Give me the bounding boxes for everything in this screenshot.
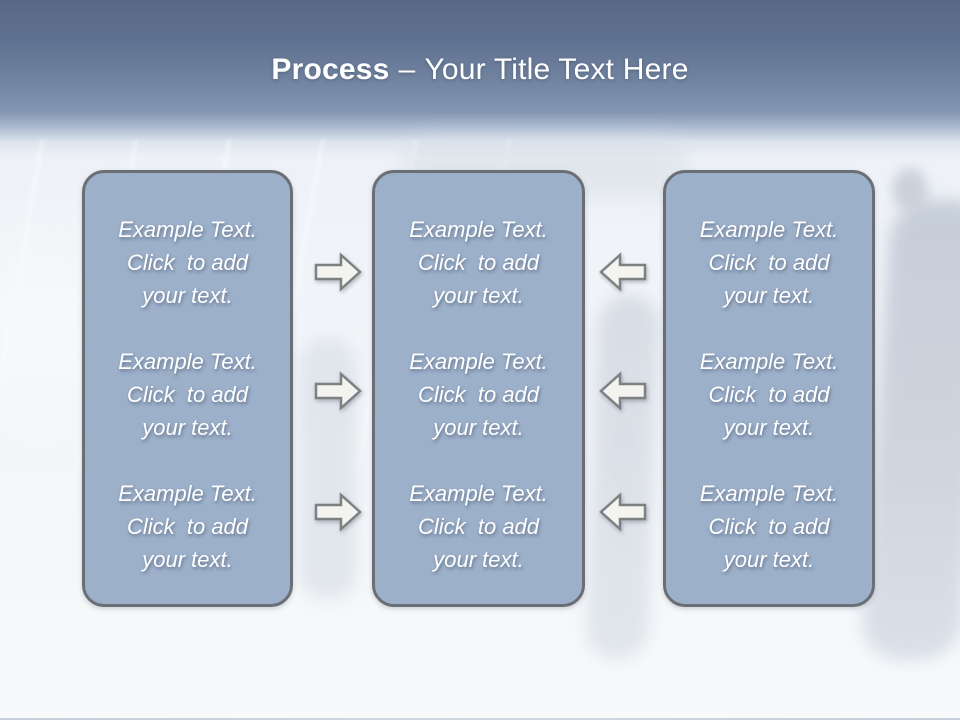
text-line: your text. — [433, 415, 524, 440]
text-placeholder: Example Text. Click to add your text. — [85, 345, 290, 444]
text-line: your text. — [723, 415, 815, 440]
block-arrow-left-icon[interactable] — [599, 492, 647, 532]
middle-process-box[interactable]: Example Text. Click to add your text. Ex… — [372, 170, 585, 607]
title-text: Your Title Text Here — [424, 53, 689, 86]
text-line: your text. — [723, 283, 815, 308]
text-line: Example Text. — [409, 481, 548, 506]
right-process-box[interactable]: Example Text. Click to add your text. Ex… — [663, 170, 875, 607]
person-silhouette — [585, 295, 661, 660]
text-line: Click to add — [708, 250, 830, 275]
text-placeholder: Example Text. Click to add your text. — [85, 477, 290, 576]
text-placeholder: Example Text. Click to add your text. — [666, 213, 872, 312]
block-arrow-left-icon[interactable] — [599, 371, 647, 411]
block-arrow-right-icon[interactable] — [314, 371, 362, 411]
text-line: your text. — [433, 283, 524, 308]
text-line: Example Text. — [118, 217, 257, 242]
text-line: your text. — [142, 283, 233, 308]
text-placeholder: Example Text. Click to add your text. — [666, 345, 872, 444]
text-line: Click to add — [708, 514, 830, 539]
text-placeholder: Example Text. Click to add your text. — [375, 477, 582, 576]
person-silhouette-head — [892, 168, 928, 212]
slide-title[interactable]: Process – Your Title Text Here — [0, 0, 960, 130]
text-line: Click to add — [417, 382, 540, 407]
text-line: Example Text. — [409, 349, 548, 374]
text-line: your text. — [142, 415, 233, 440]
block-arrow-left-icon[interactable] — [599, 252, 647, 292]
text-line: Click to add — [126, 514, 249, 539]
text-line: Example Text. — [409, 217, 548, 242]
left-process-box[interactable]: Example Text. Click to add your text. Ex… — [82, 170, 293, 607]
text-line: Click to add — [126, 250, 249, 275]
text-line: your text. — [723, 547, 815, 572]
text-line: your text. — [142, 547, 233, 572]
text-line: Example Text. — [699, 217, 839, 242]
title-emphasis: Process — [271, 53, 390, 86]
text-line: your text. — [433, 547, 524, 572]
text-line: Example Text. — [699, 349, 839, 374]
block-arrow-right-icon[interactable] — [314, 252, 362, 292]
text-line: Click to add — [708, 382, 830, 407]
text-line: Click to add — [126, 382, 249, 407]
text-placeholder: Example Text. Click to add your text. — [375, 213, 582, 312]
text-line: Click to add — [417, 514, 540, 539]
text-line: Click to add — [417, 250, 540, 275]
text-placeholder: Example Text. Click to add your text. — [85, 213, 290, 312]
text-placeholder: Example Text. Click to add your text. — [666, 477, 872, 576]
text-line: Example Text. — [699, 481, 839, 506]
title-separator: – — [398, 53, 416, 86]
text-line: Example Text. — [118, 349, 257, 374]
text-placeholder: Example Text. Click to add your text. — [375, 345, 582, 444]
text-line: Example Text. — [118, 481, 257, 506]
block-arrow-right-icon[interactable] — [314, 492, 362, 532]
